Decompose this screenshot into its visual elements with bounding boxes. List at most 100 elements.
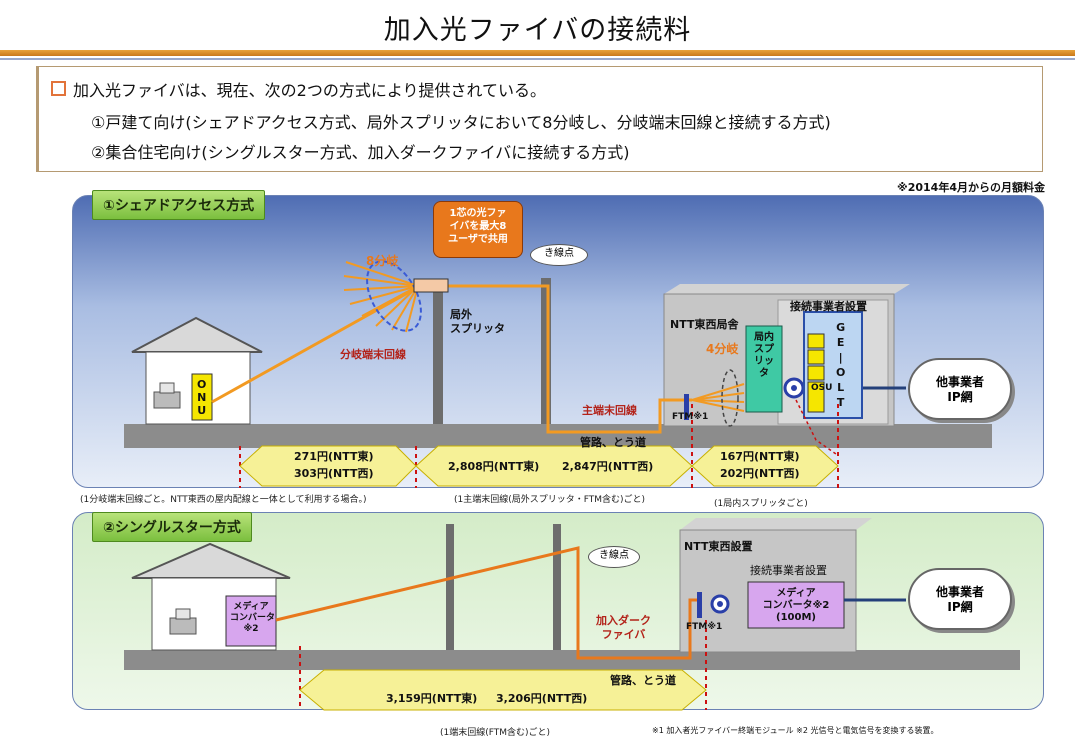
osu-label: OSU: [811, 384, 832, 393]
ip-cloud2-line-1: 他事業者: [935, 585, 984, 599]
price-a-west: 303円(NTT西): [294, 467, 374, 480]
intro-line-3: ②集合住宅向け(シングルスター方式、加入ダークファイバに接続する方式): [91, 143, 630, 162]
media-office-line-3: (100M): [776, 612, 816, 623]
ip-network-cloud-2: 他事業者 IP網: [908, 568, 1012, 630]
media-office-label: メディア コンバータ※2 (100M): [754, 588, 838, 624]
ip-cloud-line-1: 他事業者: [935, 375, 984, 389]
callout-line-2: イバを最大8: [449, 221, 507, 232]
onu-label: O N U: [197, 378, 206, 417]
inner-splitter-label: 局内スプリッタ: [754, 332, 774, 379]
media-office-line-2: コンバータ※2: [762, 600, 830, 611]
dividers-2: [299, 620, 707, 710]
onu-char-2: N: [197, 391, 207, 404]
caption-d: (1端末回線(FTM含む)ごと): [440, 728, 551, 738]
gepon-char-3: |: [838, 351, 843, 364]
onu-box: [191, 373, 213, 421]
title-rule: [0, 50, 1075, 56]
ntt-office-roof: [664, 284, 910, 294]
onu-char-1: O: [197, 378, 207, 391]
port-icon-2-dot: [717, 601, 723, 607]
ip-cloud-line-2: IP網: [947, 390, 973, 404]
ground-2: [124, 650, 1020, 670]
monitor-icon: [159, 382, 175, 394]
outdoor-splitter: [413, 278, 449, 293]
media-office-line-1: メディア: [776, 588, 816, 599]
duct-label-2: 管路、とう道: [610, 674, 676, 687]
ftm-label-2: FTM※1: [686, 622, 723, 632]
dark-fiber-line-2: ファイバ: [601, 628, 646, 641]
ftm-2: [697, 592, 702, 618]
ntt-equipment-label: NTT東西設置: [684, 540, 753, 553]
inner-fan: [691, 383, 745, 412]
media-home-line-3: ※2: [243, 624, 259, 634]
branch8-label: 8分岐: [366, 254, 399, 268]
price-d-east: 3,159円(NTT東): [386, 692, 478, 705]
fee-note: ※2014年4月からの月額料金: [897, 181, 1045, 194]
kisen-point-1: き線点: [530, 244, 588, 266]
operator-label-2: 接続事業者設置: [750, 564, 827, 577]
gepon-char-1: G: [836, 321, 846, 334]
gepon-char-6: T: [836, 396, 845, 409]
title-rule-secondary: [0, 58, 1075, 60]
caption-c: (1局内スプリッタごと): [714, 499, 808, 509]
price-c-east: 167円(NTT東): [720, 450, 800, 463]
port-link: [795, 399, 837, 455]
price-b-east: 2,808円(NTT東): [448, 460, 540, 473]
inner-ring: [721, 369, 739, 427]
splitter-label-1: 局外: [450, 308, 472, 321]
kisen-point-2: き線点: [588, 546, 640, 568]
gepon-char-2: E: [836, 336, 845, 349]
gepon-label: G E | O L T: [836, 320, 845, 410]
callout-box: 1芯の光ファ イバを最大8 ユーザで共用: [433, 201, 523, 258]
price-b-west: 2,847円(NTT西): [562, 460, 654, 473]
pole-4: [553, 524, 561, 650]
caption-a: (1分岐端末回線ごと。NTT東西の屋内配線と一体として利用する場合。): [80, 495, 367, 505]
media-converter-office: [747, 581, 845, 629]
splitter-label-2: スプリッタ: [450, 322, 505, 335]
dark-fiber-line-1: 加入ダーク: [596, 614, 651, 627]
house-roof-1: [131, 316, 263, 353]
branch-ring: [366, 260, 422, 332]
port-icon-dot: [791, 385, 797, 391]
ground-1: [124, 424, 992, 448]
pole-1: [433, 286, 443, 424]
share-access-label: ①シェアドアクセス方式: [92, 190, 266, 220]
gepon-char-4: O: [836, 366, 846, 379]
callout-line-1: 1芯の光ファ: [449, 208, 507, 219]
inner-splitter-box: [745, 325, 783, 413]
caption-b: (1主端末回線(局外スプリッタ・FTM含む)ごと): [454, 495, 646, 505]
media-home-line-2: コンバータ: [230, 613, 276, 623]
ip-network-cloud-1: 他事業者 IP網: [908, 358, 1012, 420]
pole-2: [541, 278, 551, 424]
monitor-icon-2: [175, 608, 191, 620]
price-c-west: 202円(NTT西): [720, 467, 800, 480]
price-d-west: 3,206円(NTT西): [496, 692, 588, 705]
price-arrow-c: [691, 445, 839, 487]
dark-fiber-label: 加入ダーク ファイバ: [596, 614, 651, 642]
ntt-office-label: NTT東西局舎: [670, 318, 739, 331]
ftm-label-1: FTM※1: [672, 412, 709, 422]
intro-box: 加入光ファイバは、現在、次の2つの方式により提供されている。 ①戸建て向け(シェ…: [36, 66, 1043, 172]
bullet-icon: [51, 81, 66, 96]
osu-slot-2: [807, 349, 825, 365]
intro-line-1: 加入光ファイバは、現在、次の2つの方式により提供されている。: [73, 81, 547, 100]
osu-slot-1: [807, 333, 825, 349]
media-converter-home: [225, 595, 277, 647]
callout-line-3: ユーザで共用: [448, 234, 508, 245]
footnote: ※1 加入者光ファイバー終端モジュール ※2 光信号と電気信号を変換する装置。: [652, 726, 939, 735]
media-home-line-1: メディア: [233, 602, 269, 612]
intro-line-2: ①戸建て向け(シェアドアクセス方式、局外スプリッタにおいて8分岐し、分岐端末回線…: [91, 113, 831, 132]
ftm-1: [684, 394, 689, 420]
operator-label-1: 接続事業者設置: [790, 300, 867, 313]
dark-fiber-line: [275, 546, 700, 660]
duct-label-1: 管路、とう道: [580, 436, 646, 449]
price-a-east: 271円(NTT東): [294, 450, 374, 463]
ip-cloud2-line-2: IP網: [947, 600, 973, 614]
pole-3: [446, 524, 454, 650]
osu-slot-3: [807, 365, 825, 381]
onu-char-3: U: [197, 404, 207, 417]
pc-icon: [153, 391, 181, 409]
branch-line-label: 分岐端末回線: [340, 348, 406, 361]
ntt-equip-roof: [680, 518, 872, 530]
